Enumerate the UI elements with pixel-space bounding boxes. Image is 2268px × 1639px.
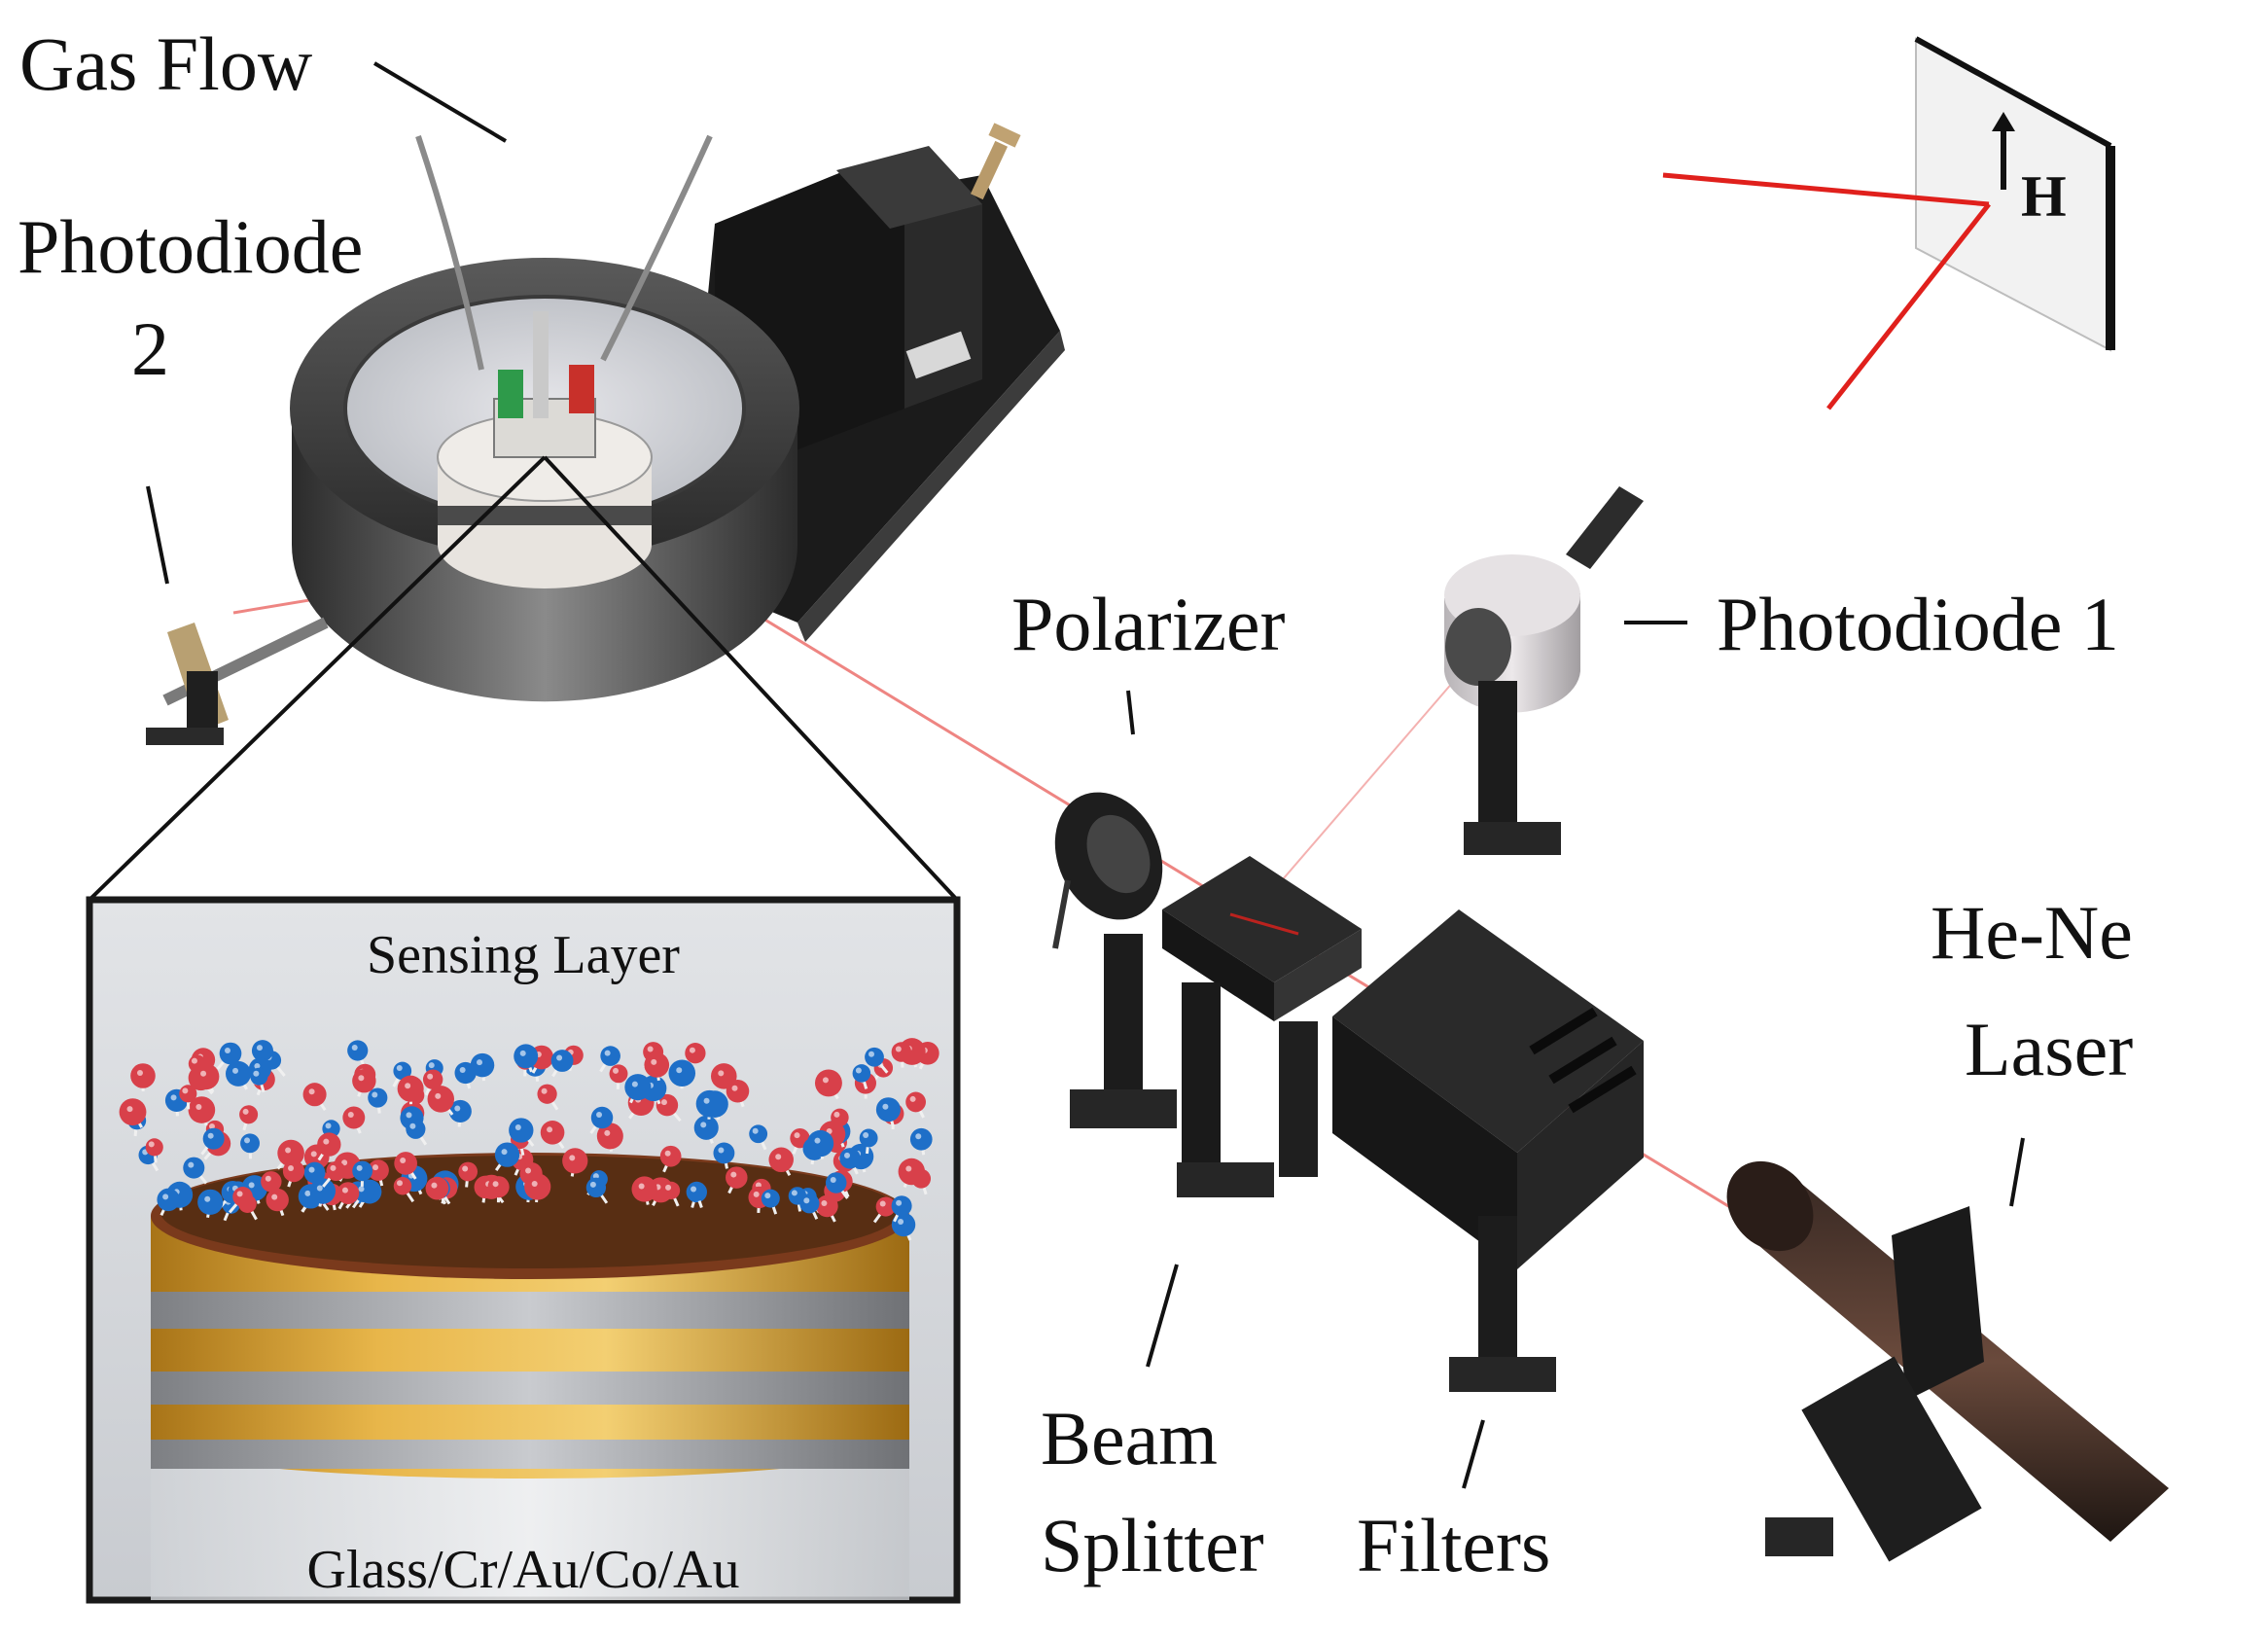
label-field-h: H [2021,164,2067,229]
label-filters: Filters [1357,1503,1550,1587]
label-gas-flow: Gas Flow [19,21,312,106]
filters-device [1332,909,1644,1392]
beam-splitter-device [1162,856,1362,1197]
polarizer-device [1035,774,1183,1128]
label-photodiode-2-line1: Photodiode [18,204,363,289]
photodiode-1-device [1444,486,1644,855]
label-photodiode-1: Photodiode 1 [1717,582,2119,666]
photodiode-2-device [146,623,326,745]
label-polarizer: Polarizer [1011,582,1286,666]
label-photodiode-2-line2: 2 [131,306,169,391]
he-ne-laser-device [1709,1144,2169,1561]
inset-label-layer-stack: Glass/Cr/Au/Co/Au [307,1540,740,1600]
label-beam-splitter-line2: Splitter [1041,1503,1264,1587]
label-he-ne-line2: Laser [1965,1007,2133,1091]
sensing-layer-inset [89,900,957,1600]
label-he-ne-line1: He-Ne [1931,890,2133,975]
label-beam-splitter-line1: Beam [1041,1396,1218,1480]
inset-label-sensing-layer: Sensing Layer [367,925,680,985]
